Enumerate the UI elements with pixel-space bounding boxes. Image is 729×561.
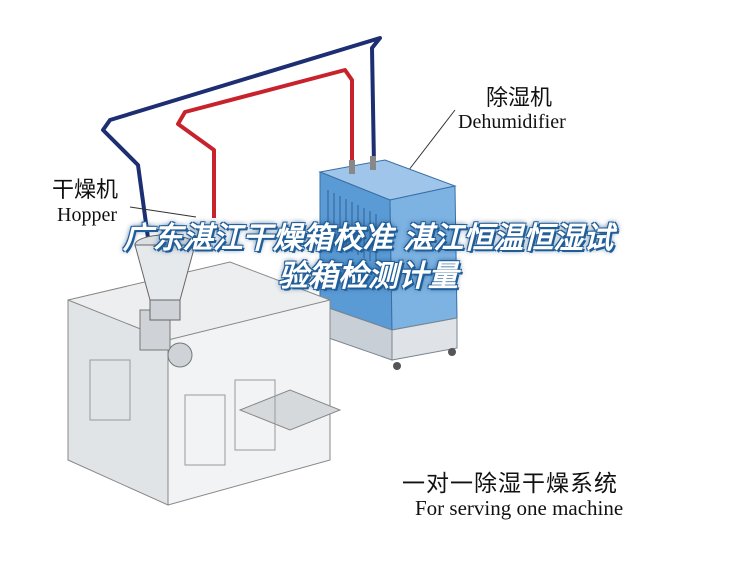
dehumidifier-leader-line [404,109,456,176]
caption-cn: 一对一除湿干燥系统 [402,471,618,497]
molding-machine [67,261,342,506]
blue-return-pipe [101,36,382,239]
caption-en: For serving one machine [415,496,624,520]
dehumidifier-label-en: Dehumidifier [458,111,566,133]
hopper-leader-line [129,206,197,218]
hopper-unit [134,234,196,321]
hopper-label-en: Hopper [57,204,117,226]
dehumidifier-unit [318,156,458,370]
overlay-title: 广东湛江干燥箱校准 湛江恒温恒湿试验箱检测计量 [122,221,614,294]
dehumidifier-label-cn: 除湿机 [486,86,553,111]
red-supply-pipe [176,68,354,218]
hopper-label-cn: 干燥机 [52,178,119,203]
